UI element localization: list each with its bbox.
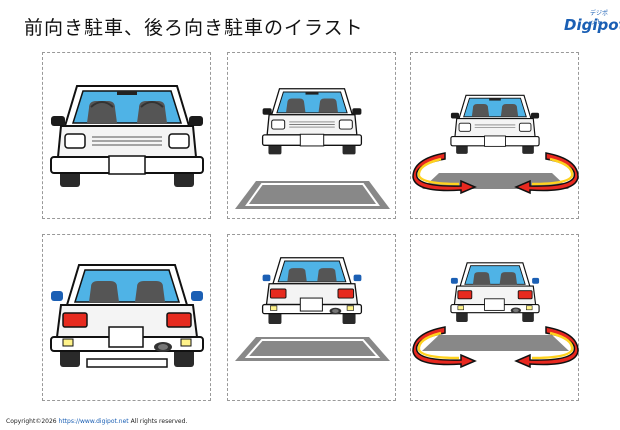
left-curved-arrow [412, 326, 477, 369]
car-rear-arrows-icon [412, 262, 579, 369]
parking-space [235, 181, 390, 209]
tile-rear-parked[interactable] [227, 234, 396, 401]
car-rear-parked-icon [235, 257, 390, 361]
digipot-logo[interactable]: デジポット Digipot [560, 6, 620, 46]
right-curved-arrow [514, 326, 579, 369]
page-title: 前向き駐車、後ろ向き駐車のイラスト [24, 17, 364, 39]
footer-link[interactable]: https://www.digipot.net [58, 418, 129, 425]
car-front-parked-icon [235, 88, 390, 209]
logo-text: Digipot [564, 16, 620, 34]
tile-front-parked[interactable] [227, 52, 396, 219]
tile-rear-car[interactable] [42, 234, 211, 401]
car-front [261, 88, 363, 155]
footer-copyright: Copyright©2026 [6, 418, 57, 425]
logo-subtitle: デジポット [590, 10, 609, 26]
car-front [450, 94, 540, 154]
right-curved-arrow [514, 152, 579, 195]
footer: Copyright©2026 https://www.digipot.net A… [6, 418, 187, 425]
car-rear-icon [50, 264, 204, 368]
car-front-icon [50, 85, 204, 187]
parking-space [235, 337, 390, 361]
footer-rights: All rights reserved. [130, 418, 188, 425]
tile-front-car[interactable] [42, 52, 211, 219]
tile-front-arrows[interactable] [410, 52, 579, 219]
left-curved-arrow [412, 152, 477, 195]
car-front [50, 85, 204, 187]
car-rear [50, 264, 204, 368]
car-front-arrows-icon [412, 94, 579, 195]
parking-space [422, 335, 569, 351]
car-rear [450, 262, 540, 322]
car-rear [261, 257, 363, 325]
tile-rear-arrows[interactable] [410, 234, 579, 401]
